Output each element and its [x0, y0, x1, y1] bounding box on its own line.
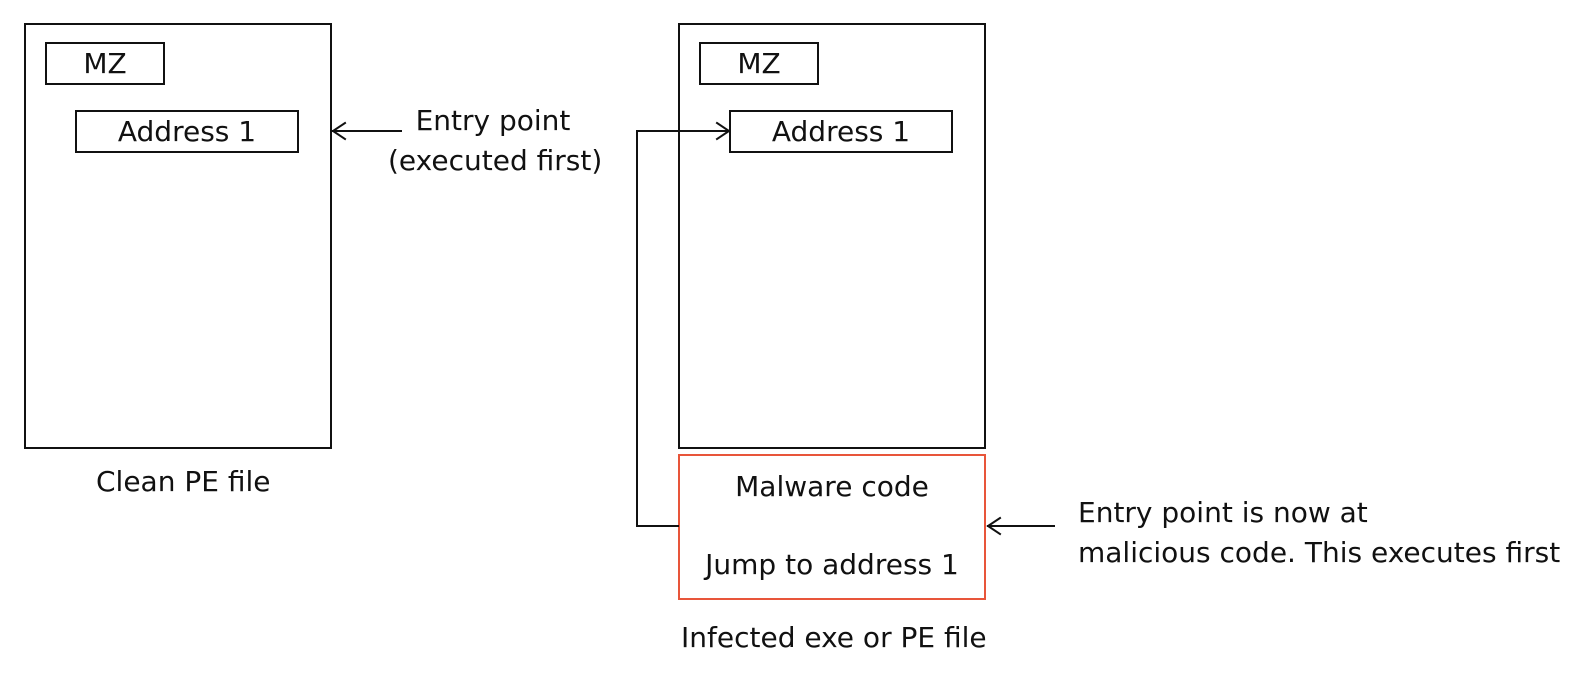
malware-jump-instruction: Jump to address 1 [705, 548, 959, 581]
malware-code-section: Malware code Jump to address 1 [678, 454, 986, 600]
infected-mz-header: MZ [699, 42, 819, 85]
clean-address-1-box: Address 1 [75, 110, 299, 153]
clean-mz-header: MZ [45, 42, 165, 85]
infected-pe-file-box [678, 23, 986, 449]
infected-mz-label: MZ [737, 46, 781, 80]
clean-entry-point-line1: Entry point [415, 104, 571, 137]
malware-code-title: Malware code [735, 470, 929, 503]
infected-entry-point-annotation: Entry point is now at malicious code. Th… [1078, 493, 1560, 573]
infected-pe-file-caption: Infected exe or PE file [681, 621, 987, 654]
clean-entry-point-line2: (executed first) [388, 144, 603, 177]
infected-address-1-label: Address 1 [771, 114, 911, 148]
infected-address-1-box: Address 1 [729, 110, 953, 153]
clean-entry-point-annotation: Entry point (executed first) [388, 101, 603, 181]
clean-pe-file-caption: Clean PE file [96, 465, 271, 498]
clean-mz-label: MZ [83, 46, 127, 80]
infected-entry-arrow [986, 516, 1055, 536]
clean-pe-file-box [24, 23, 332, 449]
clean-address-1-label: Address 1 [117, 114, 257, 148]
infected-entry-point-line2: malicious code. This executes first [1078, 536, 1561, 569]
infected-entry-point-line1: Entry point is now at [1078, 496, 1368, 529]
